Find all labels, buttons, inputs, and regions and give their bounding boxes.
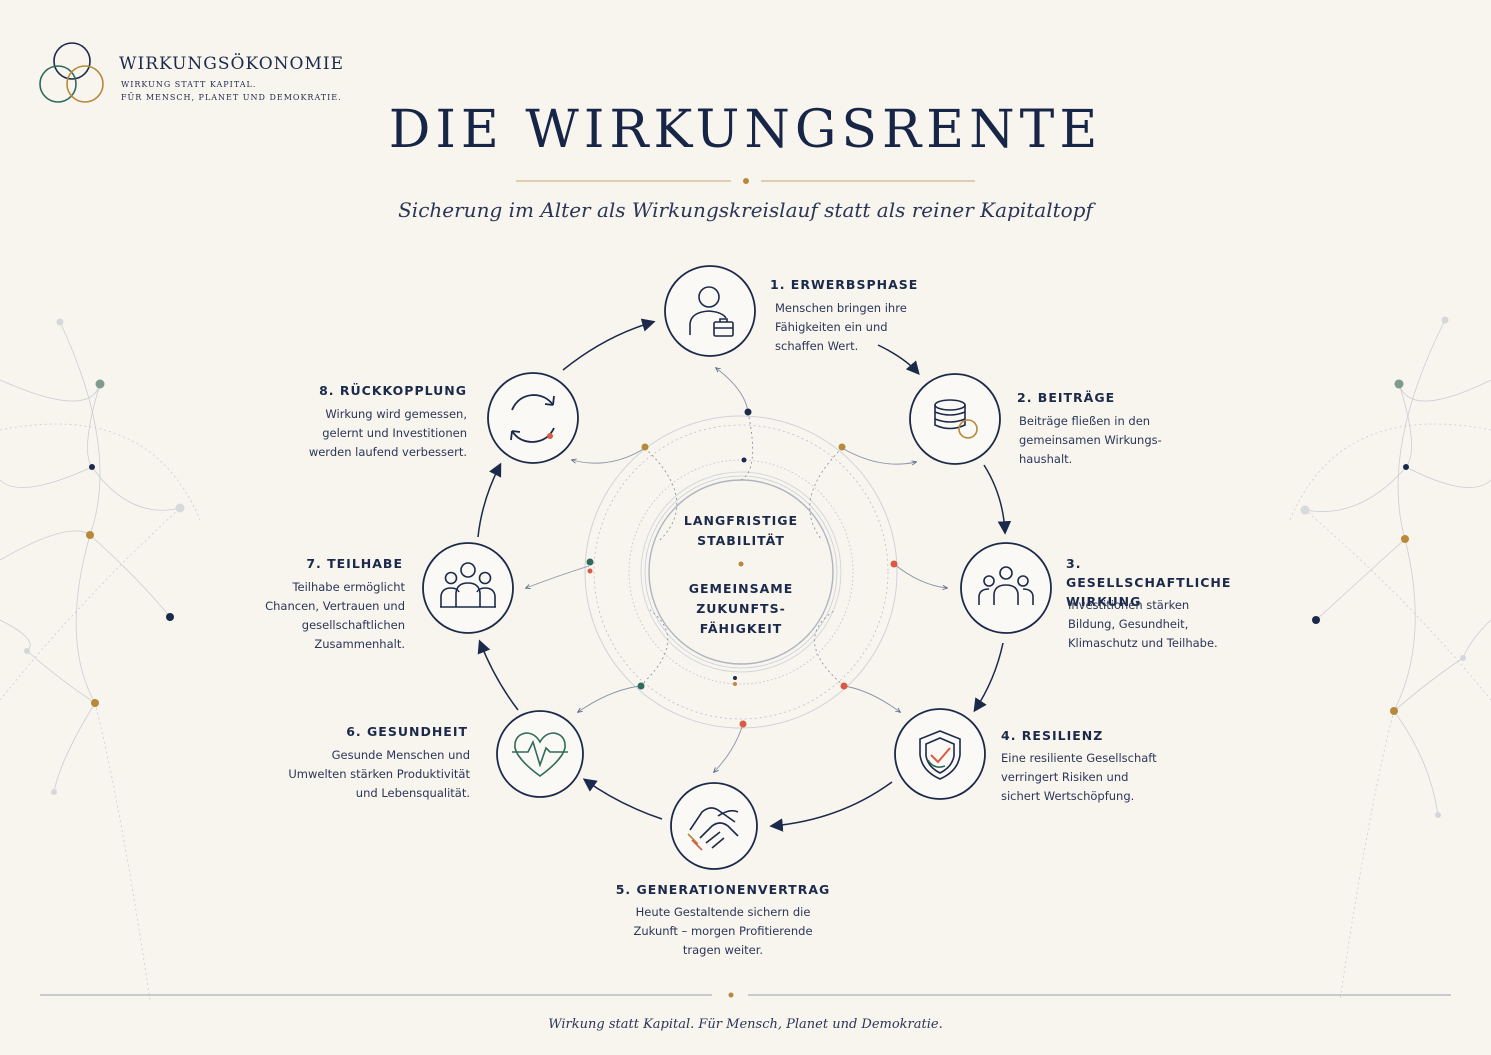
page-subtitle: Sicherung im Alter als Wirkungskreislauf… (398, 198, 1093, 222)
left-decor-nodes (24, 318, 185, 795)
handshake-icon (687, 807, 739, 851)
step-5-text: Heute Gestaltende sichern die Zukunft – … (633, 905, 813, 957)
step-1-text: Menschen bringen ihre Fähigkeiten ein un… (775, 301, 907, 353)
cycle-arrows (477, 318, 1012, 832)
step-2-heading: 2. BEITRÄGE (1017, 390, 1116, 405)
step-3-heading: 3. GESELLSCHAFTLICHE WIRKUNG (1066, 556, 1232, 609)
step-7-heading: 7. TEILHABE (306, 556, 403, 571)
footer-divider (40, 992, 1451, 998)
hub-label-future: GEMEINSAME ZUKUNFTS-FÄHIGKEIT (688, 581, 794, 636)
step-7-text: Teilhabe ermöglicht Chancen, Vertrauen u… (265, 580, 405, 651)
step-1-heading: 1. ERWERBSPHASE (770, 277, 919, 292)
step-3-text: Investitionen stärken Bildung, Gesundhei… (1068, 598, 1218, 650)
coin-stack-icon (934, 399, 978, 439)
title-divider (516, 178, 975, 184)
brand-logo (39, 42, 104, 103)
step-2-text: Beiträge fließen in den gemeinsamen Wirk… (1019, 414, 1162, 466)
person-briefcase-icon (689, 286, 734, 337)
step-5-heading: 5. GENERATIONENVERTRAG (615, 882, 831, 897)
footer-tagline: Wirkung statt Kapital. Für Mensch, Plane… (548, 1017, 943, 1032)
brand-name: WIRKUNGSÖKONOMIE (119, 54, 344, 74)
brand-tagline-2: FÜR MENSCH, PLANET UND DEMOKRATIE. (121, 93, 342, 102)
page-title: DIE WIRKUNGSRENTE (388, 100, 1103, 160)
step-4-heading: 4. RESILIENZ (1001, 728, 1104, 743)
shield-check-icon (919, 730, 961, 780)
step-6-heading: 6. GESUNDHEIT (346, 724, 468, 739)
step-4-text: Eine resiliente Gesellschaft verringert … (1001, 751, 1157, 803)
group-icon (440, 562, 496, 608)
hub-label-stability: LANGFRISTIGE STABILITÄT (683, 513, 799, 548)
center-connectors (526, 368, 947, 772)
step-8-heading: 8. RÜCKKOPPLUNG (319, 383, 467, 398)
heart-pulse-icon (512, 732, 568, 777)
step-8-text: Wirkung wird gemessen, gelernt und Inves… (308, 407, 467, 459)
step-circles (422, 265, 1052, 870)
refresh-cycle-icon (510, 394, 555, 443)
brand-tagline-1: WIRKUNG STATT KAPITAL. (121, 80, 257, 89)
left-decor-network (0, 321, 201, 1001)
step-6-text: Gesunde Menschen und Umwelten stärken Pr… (288, 748, 470, 800)
ring-nodes (586, 408, 898, 728)
central-rings (584, 415, 898, 729)
right-decor-nodes (1300, 316, 1466, 818)
community-icon (978, 566, 1034, 605)
